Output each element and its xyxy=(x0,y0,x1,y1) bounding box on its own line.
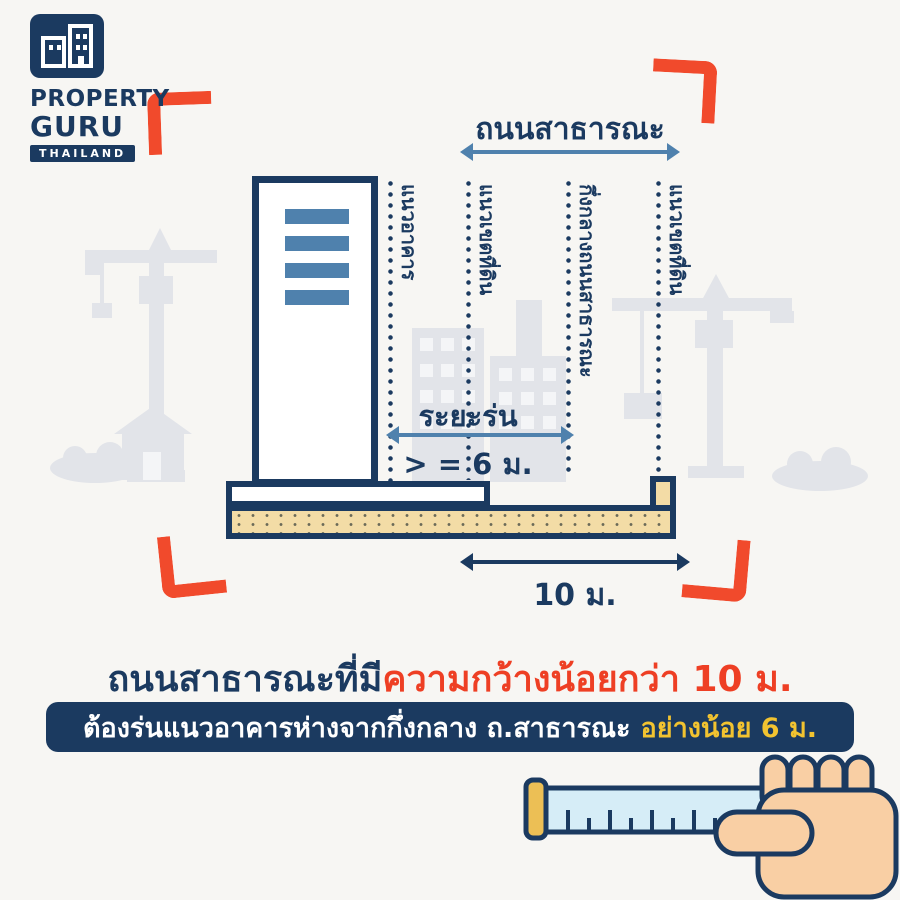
building-window-stripe xyxy=(285,290,349,305)
logo-buildings-icon xyxy=(30,14,104,78)
propertyguru-logo: PROPERTY GURU THAILAND xyxy=(30,14,170,163)
construction-site-illustration xyxy=(50,228,868,491)
setback-arrow xyxy=(386,426,574,444)
building-window-stripe xyxy=(285,209,349,224)
road-heading: ถนนสาธารณะ xyxy=(475,112,665,147)
road-surface xyxy=(226,505,676,539)
road-span-arrow xyxy=(460,143,680,161)
guide-label-land-boundary-left: แนวเขตที่ดิน xyxy=(475,184,499,296)
logo-text-property: PROPERTY xyxy=(30,86,170,112)
setback-value: > = 6 ม. xyxy=(403,447,533,481)
dotted-line-building xyxy=(388,178,393,484)
building-window-stripe xyxy=(285,236,349,251)
rule-banner: ต้องร่นแนวอาคารห่างจากกึ่งกลาง ถ.สาธารณะ… xyxy=(46,702,854,752)
measuring-tape-illustration xyxy=(516,754,900,900)
headline-highlight-text: ความกว้างน้อยกว่า 10 ม. xyxy=(382,659,793,700)
building-window-stripe xyxy=(285,263,349,278)
dotted-line-road-center xyxy=(566,178,571,475)
road-width-arrow xyxy=(460,553,690,571)
road-width-label: 10 ม. xyxy=(533,578,617,613)
guide-label-building-line: แนวอาคาร xyxy=(397,184,421,281)
banner-highlight-text: อย่างน้อย 6 ม. xyxy=(640,712,818,744)
logo-text-thailand: THAILAND xyxy=(30,145,136,163)
guide-label-land-boundary-right: แนวเขตที่ดิน xyxy=(665,184,689,296)
headline: ถนนสาธารณะที่มีความกว้างน้อยกว่า 10 ม. xyxy=(0,650,900,707)
guide-label-road-center: กึ่งกลางถนนสาธารณะ xyxy=(575,184,599,378)
headline-normal-text: ถนนสาธารณะที่มี xyxy=(107,659,383,700)
building-illustration xyxy=(252,176,378,486)
road-curb xyxy=(650,476,676,511)
corner-bracket-bottom-left xyxy=(156,530,228,600)
dotted-line-land-boundary-left xyxy=(466,178,471,480)
measuring-tape-icon xyxy=(523,754,899,900)
dotted-line-land-boundary-right xyxy=(656,178,661,478)
setback-label: ระยะร่น xyxy=(418,399,518,433)
logo-text-guru: GURU xyxy=(30,110,125,143)
banner-text: ต้องร่นแนวอาคารห่างจากกึ่งกลาง ถ.สาธารณะ xyxy=(82,712,631,744)
corner-bracket-bottom-right xyxy=(681,535,751,603)
